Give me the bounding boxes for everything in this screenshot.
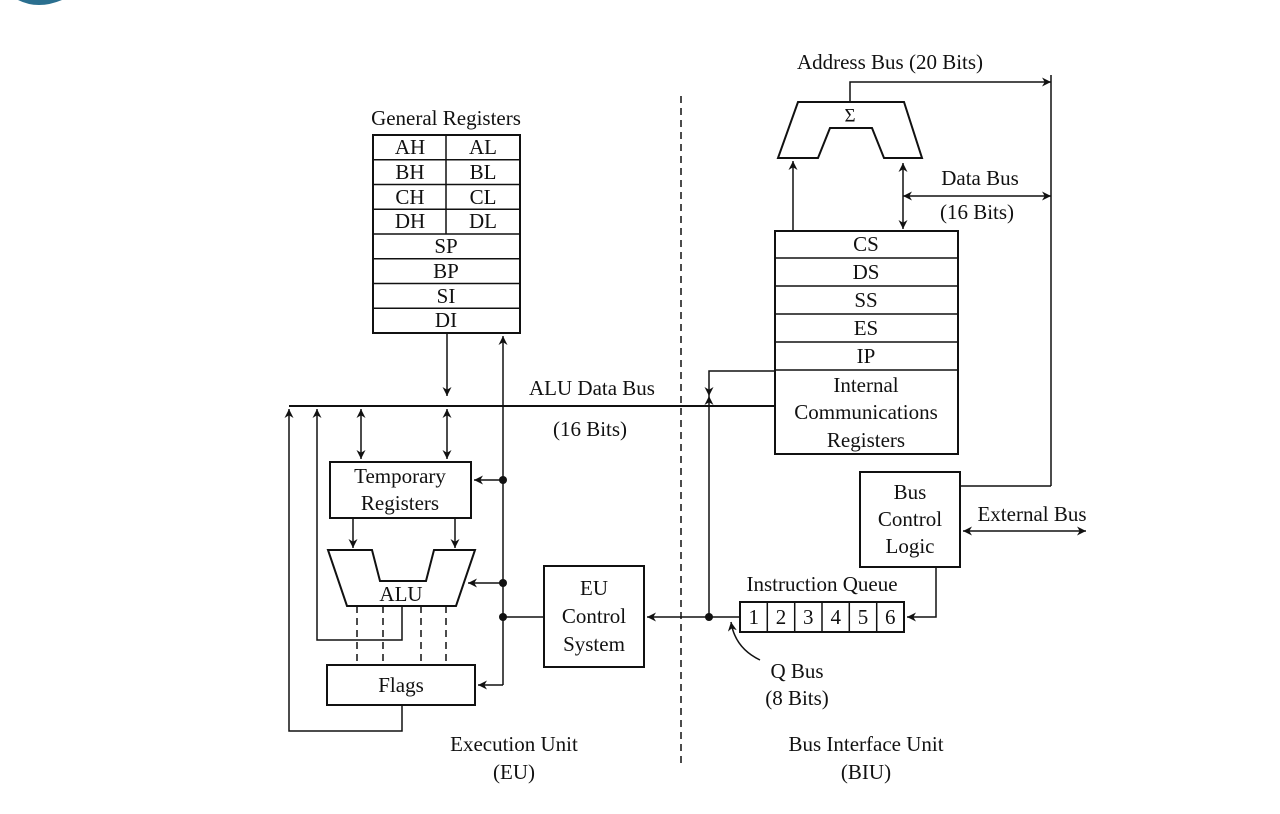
- temporary-registers: Temporary Registers: [329, 461, 472, 519]
- junction-dot-temp: [499, 476, 507, 484]
- bus-control-line2: Control: [878, 507, 942, 531]
- register-bp: BP: [433, 259, 459, 283]
- bus-interface-unit-abbr: (BIU): [841, 760, 891, 784]
- register-ip: IP: [857, 344, 876, 368]
- junction-dot-control: [499, 613, 507, 621]
- address-bus-label: Address Bus (20 Bits): [797, 50, 983, 74]
- temporary-registers-line1: Temporary: [354, 464, 446, 488]
- eu-control-line1: EU: [580, 576, 608, 600]
- register-si: SI: [437, 284, 456, 308]
- q-bus-width: (8 Bits): [765, 686, 829, 710]
- segment-registers: CS DS SS ES IP Internal Communications R…: [774, 230, 959, 455]
- temporary-registers-line2: Registers: [361, 491, 439, 515]
- eu-control-line3: System: [563, 632, 625, 656]
- eu-control-line2: Control: [562, 604, 626, 628]
- alu-label: ALU: [379, 582, 422, 606]
- register-ds: DS: [853, 260, 880, 284]
- general-registers: General Registers AH AL BH BL CH CL DH D…: [371, 106, 521, 334]
- queue-slot-4: 4: [830, 605, 841, 629]
- flags-label: Flags: [378, 673, 424, 697]
- data-bus-width: (16 Bits): [940, 200, 1014, 224]
- register-cs: CS: [853, 232, 879, 256]
- adder-symbol: Σ: [844, 106, 855, 127]
- junction-dot-queue: [705, 613, 713, 621]
- bus-control-line1: Bus: [894, 480, 927, 504]
- bus-interface-unit-label: Bus Interface Unit: [788, 732, 943, 756]
- ip-to-bus: [704, 370, 775, 396]
- register-sp: SP: [434, 234, 457, 258]
- register-di: DI: [435, 308, 457, 332]
- queue-slot-3: 3: [803, 605, 814, 629]
- alu: ALU: [326, 549, 477, 607]
- data-bus-label: Data Bus: [941, 166, 1019, 190]
- flags-to-bus: [284, 409, 403, 732]
- alu-data-bus: ALU Data Bus (16 Bits): [289, 376, 775, 441]
- junction-dot-alu: [499, 579, 507, 587]
- flags: Flags: [326, 664, 476, 706]
- address-adder: Σ: [776, 101, 924, 159]
- external-bus-label: External Bus: [977, 502, 1086, 526]
- instruction-queue-label: Instruction Queue: [746, 572, 897, 596]
- register-ss: SS: [854, 288, 877, 312]
- register-dh: DH: [395, 209, 425, 233]
- register-ch: CH: [395, 185, 424, 209]
- alu-output-to-bus: [312, 409, 403, 641]
- internal-registers-line3: Registers: [827, 428, 905, 452]
- register-es: ES: [854, 316, 879, 340]
- queue-slot-6: 6: [885, 605, 896, 629]
- register-al: AL: [469, 135, 497, 159]
- bus-control-line3: Logic: [886, 534, 935, 558]
- register-bh: BH: [395, 160, 424, 184]
- register-dl: DL: [469, 209, 497, 233]
- internal-registers-line1: Internal: [833, 373, 898, 397]
- queue-slot-2: 2: [776, 605, 787, 629]
- q-bus-pointer: [727, 621, 761, 661]
- execution-unit-label: Execution Unit: [450, 732, 578, 756]
- register-bl: BL: [470, 160, 497, 184]
- register-cl: CL: [470, 185, 497, 209]
- execution-unit-abbr: (EU): [493, 760, 535, 784]
- alu-data-bus-width: (16 Bits): [553, 417, 627, 441]
- internal-registers-line2: Communications: [794, 400, 938, 424]
- general-registers-title: General Registers: [371, 106, 521, 130]
- adder-to-address-bus: [849, 77, 1051, 102]
- eu-control-system: EU Control System: [543, 565, 645, 668]
- corner-logo-arc: [18, 0, 62, 5]
- register-ah: AH: [395, 135, 425, 159]
- instruction-queue: 1 2 3 4 5 6: [739, 601, 905, 633]
- alu-data-bus-label: ALU Data Bus: [529, 376, 655, 400]
- queue-slot-5: 5: [858, 605, 869, 629]
- q-bus-label: Q Bus: [770, 659, 823, 683]
- bus-control-logic: Bus Control Logic: [859, 471, 961, 568]
- bus-control-to-queue: [907, 567, 937, 622]
- queue-slot-1: 1: [748, 605, 759, 629]
